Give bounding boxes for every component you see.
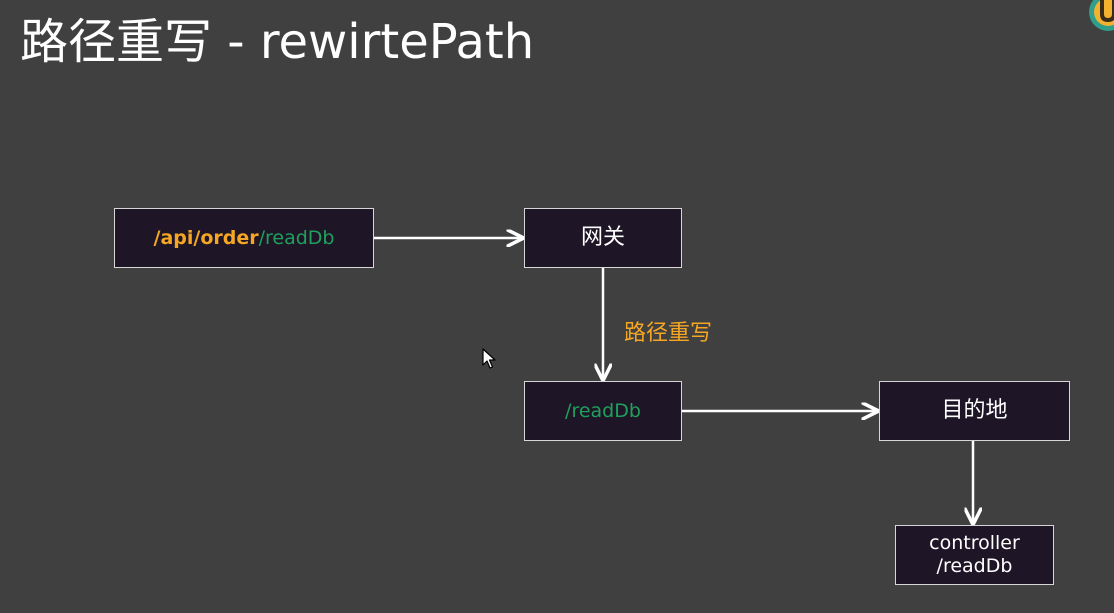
- rewritten-path-label: /readDb: [565, 400, 641, 422]
- controller-label-line2: /readDb: [936, 555, 1013, 577]
- slide-title: 路径重写 - rewirtePath: [20, 14, 535, 70]
- app-logo-icon: [1089, 0, 1114, 31]
- destination-node: 目的地: [879, 381, 1070, 441]
- controller-node: controller /readDb: [895, 525, 1054, 585]
- source-path-node: /api/order/readDb: [114, 208, 374, 268]
- gateway-label: 网关: [580, 225, 625, 250]
- source-path-prefix: /api/order: [153, 227, 259, 249]
- controller-label-line1: controller: [929, 532, 1020, 554]
- rewrite-edge-label: 路径重写: [624, 321, 713, 346]
- rewritten-path-node: /readDb: [524, 381, 682, 441]
- arrow-cursor-icon: [482, 348, 496, 369]
- source-path-suffix: /readDb: [258, 227, 335, 249]
- destination-label: 目的地: [941, 398, 1008, 423]
- gateway-node: 网关: [524, 208, 682, 268]
